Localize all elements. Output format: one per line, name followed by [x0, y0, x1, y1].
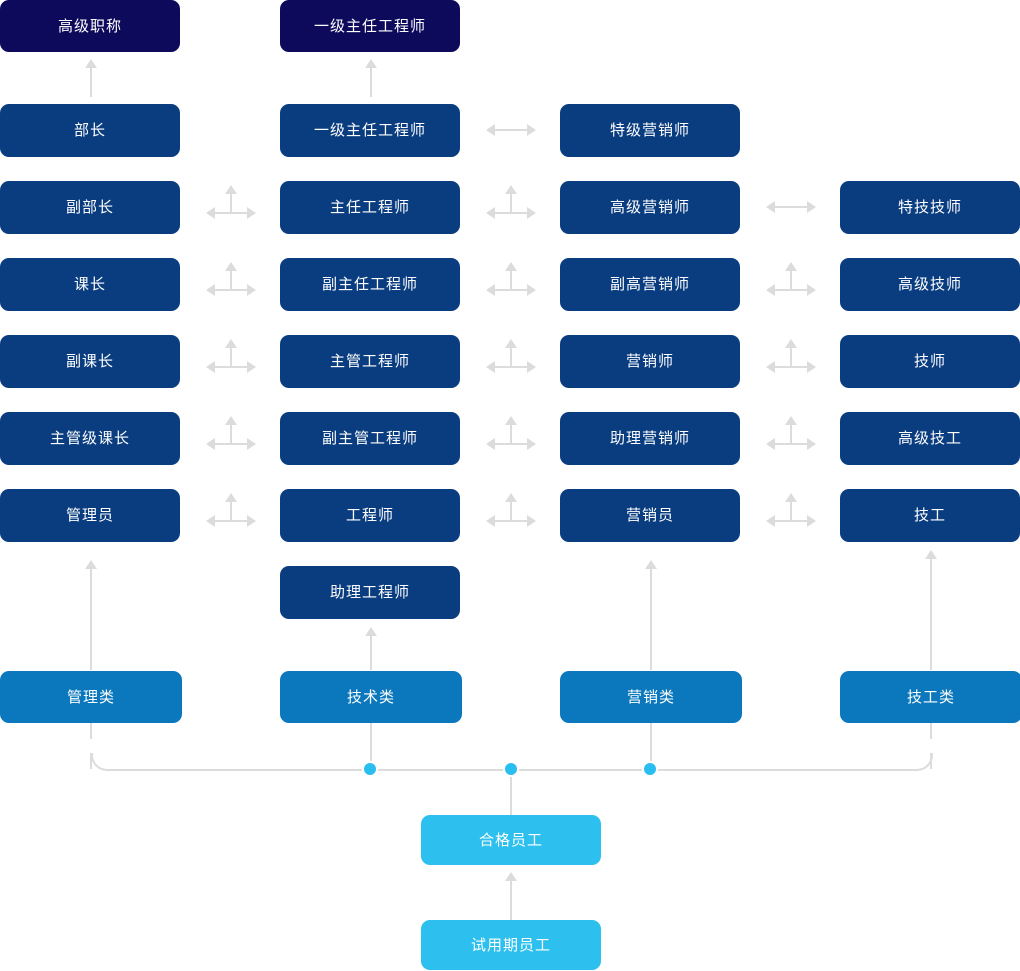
node-craft-2[interactable]: 特技技师 [840, 181, 1020, 234]
t-connector-icon-tech3-mkt3 [486, 262, 536, 300]
bus-stem-qualified [510, 769, 512, 815]
node-tech-5[interactable]: 副主管工程师 [280, 412, 460, 465]
double-arrow-icon-mkt2-craft2 [766, 197, 816, 217]
t-connector-icon-tech6-mkt6 [486, 493, 536, 531]
node-mgmt-4[interactable]: 副课长 [0, 335, 180, 388]
node-probation-employee[interactable]: 试用期员工 [421, 920, 601, 970]
t-connector-icon-mkt4-craft4 [766, 339, 816, 377]
t-connector-icon-mgmt3-tech3 [206, 262, 256, 300]
node-mgmt-top[interactable]: 高级职称 [0, 0, 180, 52]
node-craft-4[interactable]: 技师 [840, 335, 1020, 388]
node-mgmt-5[interactable]: 主管级课长 [0, 412, 180, 465]
node-tech-3[interactable]: 副主任工程师 [280, 258, 460, 311]
t-connector-icon-mgmt5-tech5 [206, 416, 256, 454]
bus-dot-marketing [642, 761, 658, 777]
node-craft-6[interactable]: 技工 [840, 489, 1020, 542]
arrow-up-icon-tech-top [364, 59, 378, 97]
node-tech-6[interactable]: 工程师 [280, 489, 460, 542]
bus-mask-left [88, 739, 94, 753]
category-craftsman[interactable]: 技工类 [840, 671, 1020, 723]
node-tech-4[interactable]: 主管工程师 [280, 335, 460, 388]
node-mkt-1[interactable]: 特级营销师 [560, 104, 740, 157]
category-technical[interactable]: 技术类 [280, 671, 462, 723]
node-qualified-employee[interactable]: 合格员工 [421, 815, 601, 865]
arrow-up-icon-mkt-category [644, 560, 658, 670]
node-mkt-4[interactable]: 营销师 [560, 335, 740, 388]
node-tech-top[interactable]: 一级主任工程师 [280, 0, 460, 52]
arrow-up-icon-mgmt-top [84, 59, 98, 97]
node-craft-5[interactable]: 高级技工 [840, 412, 1020, 465]
t-connector-icon-tech4-mkt4 [486, 339, 536, 377]
node-mkt-5[interactable]: 助理营销师 [560, 412, 740, 465]
bus-stub-technical [370, 723, 372, 769]
bus-stub-marketing [650, 723, 652, 769]
category-management[interactable]: 管理类 [0, 671, 182, 723]
category-marketing[interactable]: 营销类 [560, 671, 742, 723]
t-connector-icon-mkt6-craft6 [766, 493, 816, 531]
arrow-up-icon-craft-category [924, 550, 938, 670]
arrow-up-icon-probation-qualified [504, 872, 518, 920]
node-tech-1[interactable]: 一级主任工程师 [280, 104, 460, 157]
arrow-up-icon-tech-category [364, 627, 378, 670]
node-mgmt-6[interactable]: 管理员 [0, 489, 180, 542]
node-tech-7[interactable]: 助理工程师 [280, 566, 460, 619]
node-mkt-2[interactable]: 高级营销师 [560, 181, 740, 234]
arrow-up-icon-mgmt-category [84, 560, 98, 670]
node-craft-3[interactable]: 高级技师 [840, 258, 1020, 311]
node-mkt-3[interactable]: 副高营销师 [560, 258, 740, 311]
node-mgmt-3[interactable]: 课长 [0, 258, 180, 311]
t-connector-icon-mkt5-craft5 [766, 416, 816, 454]
bus-mask-right [927, 739, 933, 753]
t-connector-icon-mgmt6-tech6 [206, 493, 256, 531]
node-mgmt-2[interactable]: 副部长 [0, 181, 180, 234]
t-connector-icon-mkt3-craft3 [766, 262, 816, 300]
t-connector-icon-mgmt4-tech4 [206, 339, 256, 377]
t-connector-icon-tech2-mkt2 [486, 185, 536, 223]
node-mkt-6[interactable]: 营销员 [560, 489, 740, 542]
node-tech-2[interactable]: 主任工程师 [280, 181, 460, 234]
bus-dot-technical [362, 761, 378, 777]
bus-dot-center [503, 761, 519, 777]
t-connector-icon-mgmt2-tech2 [206, 185, 256, 223]
t-connector-icon-tech5-mkt5 [486, 416, 536, 454]
node-mgmt-1[interactable]: 部长 [0, 104, 180, 157]
double-arrow-icon-tech1-mkt1 [486, 120, 536, 140]
